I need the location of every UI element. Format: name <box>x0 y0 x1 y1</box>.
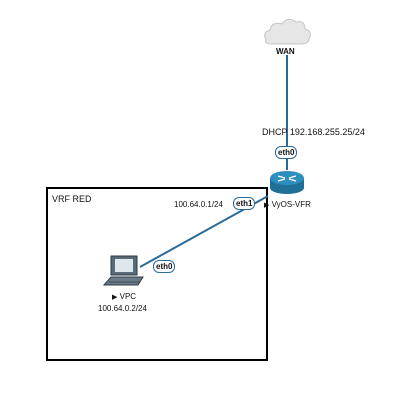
vpc-eth0-interface[interactable]: eth0 <box>153 260 176 273</box>
vpc-ip: 100.64.0.2/24 <box>98 304 147 313</box>
router-eth1-interface[interactable]: eth1 <box>233 197 256 210</box>
router-eth0-interface[interactable]: eth0 <box>275 146 298 159</box>
vpc-label: ▶ VPC <box>112 292 137 302</box>
router-wan-ip: DHCP 192.168.255.25/24 <box>262 127 365 137</box>
router-label: ▶ VyOS-VFR <box>264 200 311 210</box>
router-label-text: VyOS-VFR <box>271 200 311 209</box>
wan-label: WAN <box>276 47 295 56</box>
router-label-marker: ▶ <box>264 202 270 209</box>
vrf-red-group[interactable] <box>46 187 268 361</box>
cloud-icon[interactable] <box>264 18 311 45</box>
vrf-red-group-label: VRF RED <box>52 194 92 204</box>
router-icon[interactable] <box>270 171 304 194</box>
router-eth1-ip: 100.64.0.1/24 <box>174 200 223 209</box>
desktop-computer-icon[interactable] <box>102 255 144 286</box>
vpc-label-text: VPC <box>119 292 137 301</box>
vpc-label-marker: ▶ <box>112 294 118 301</box>
